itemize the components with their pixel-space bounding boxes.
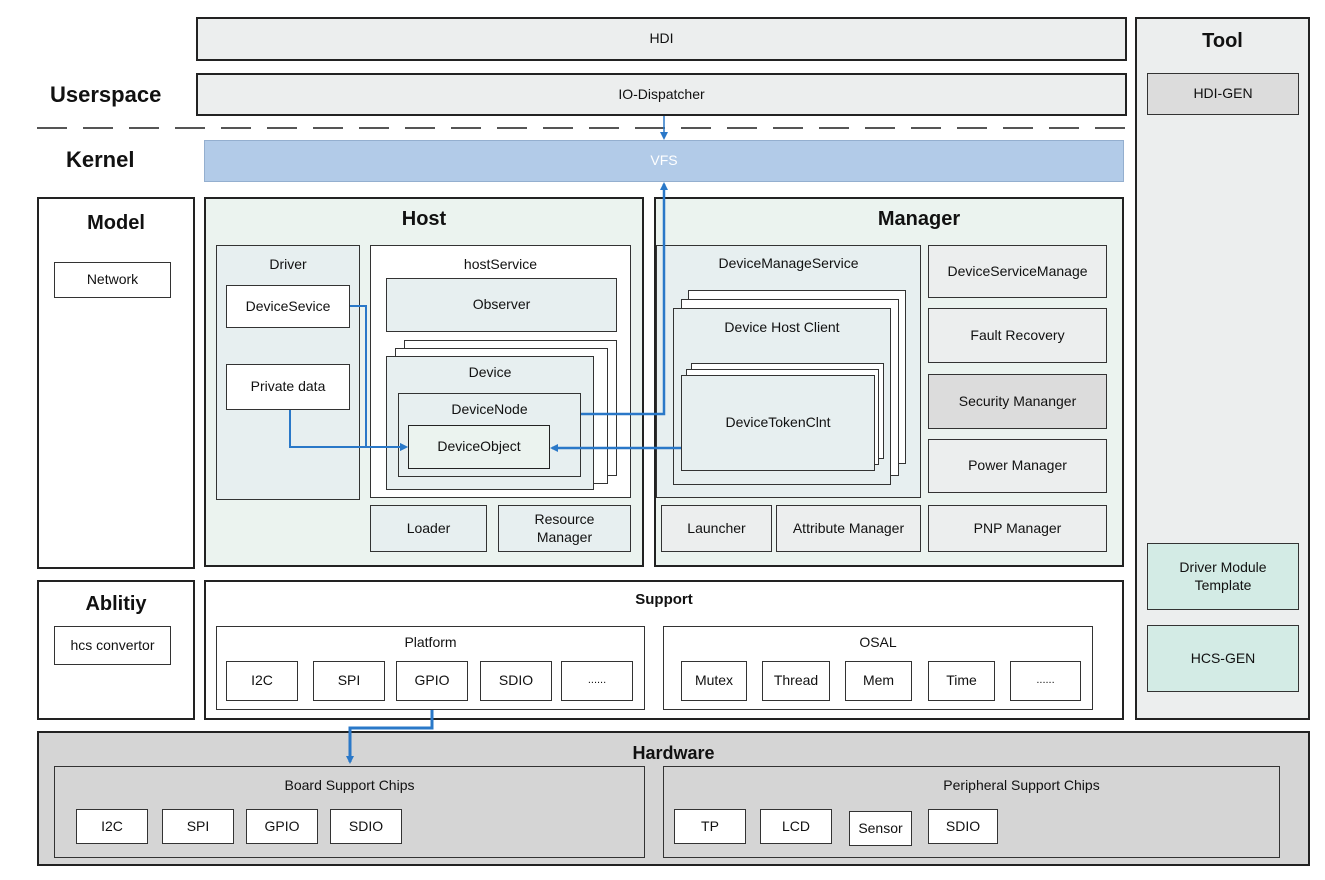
device-title: Device	[468, 364, 512, 380]
attribute-manager-box[interactable]: Attribute Manager	[776, 505, 921, 552]
board-spi[interactable]: SPI	[162, 809, 234, 844]
hardware-title: Hardware	[632, 743, 715, 763]
userspace-label: Userspace	[50, 82, 162, 107]
driver-title: Driver	[269, 256, 307, 272]
tool-title: Tool	[1202, 30, 1243, 52]
board-i2c[interactable]: I2C	[76, 809, 148, 844]
model-title: Model	[87, 212, 145, 234]
resource-manager-box[interactable]: Resource Manager	[498, 505, 631, 552]
device-service-manage-box[interactable]: DeviceServiceManage	[928, 245, 1107, 298]
osal-more[interactable]: ......	[1010, 661, 1081, 701]
osal-title: OSAL	[859, 634, 897, 650]
peripheral-tp[interactable]: TP	[674, 809, 746, 844]
board-sdio[interactable]: SDIO	[330, 809, 402, 844]
tool-panel: Tool	[1135, 17, 1310, 720]
security-manager-box[interactable]: Security Mananger	[928, 374, 1107, 429]
ability-title: Ablitiy	[85, 593, 147, 615]
model-panel: Model	[37, 197, 195, 569]
platform-gpio[interactable]: GPIO	[396, 661, 468, 701]
peripheral-sensor[interactable]: Sensor	[849, 811, 912, 846]
support-title: Support	[635, 591, 693, 608]
kernel-label: Kernel	[66, 147, 135, 172]
private-data-box[interactable]: Private data	[226, 364, 350, 410]
observer-box[interactable]: Observer	[386, 278, 617, 332]
peripheral-lcd[interactable]: LCD	[760, 809, 832, 844]
platform-more[interactable]: ......	[561, 661, 633, 701]
board-gpio[interactable]: GPIO	[246, 809, 318, 844]
hdi-box[interactable]: HDI	[196, 17, 1127, 61]
osal-time[interactable]: Time	[928, 661, 995, 701]
device-node-title: DeviceNode	[451, 401, 528, 417]
power-manager-box[interactable]: Power Manager	[928, 439, 1107, 493]
device-token-clnt-box[interactable]: DeviceTokenClnt	[681, 375, 875, 471]
vfs-box[interactable]: VFS	[204, 140, 1124, 182]
manager-title: Manager	[877, 208, 961, 230]
pnp-manager-box[interactable]: PNP Manager	[928, 505, 1107, 552]
host-service-title: hostService	[463, 256, 538, 272]
osal-mem[interactable]: Mem	[845, 661, 912, 701]
platform-title: Platform	[404, 634, 457, 650]
device-service-box[interactable]: DeviceSevice	[226, 285, 350, 328]
device-manage-service-title: DeviceManageService	[718, 255, 859, 271]
osal-thread[interactable]: Thread	[762, 661, 830, 701]
driver-module-template-box[interactable]: Driver Module Template	[1147, 543, 1299, 610]
launcher-box[interactable]: Launcher	[661, 505, 772, 552]
peripheral-support-title: Peripheral Support Chips	[943, 777, 1100, 793]
platform-sdio[interactable]: SDIO	[480, 661, 552, 701]
fault-recovery-box[interactable]: Fault Recovery	[928, 308, 1107, 363]
io-dispatcher-box[interactable]: IO-Dispatcher	[196, 73, 1127, 116]
network-box[interactable]: Network	[54, 262, 171, 298]
device-host-client-title: Device Host Client	[724, 319, 840, 335]
device-object-box[interactable]: DeviceObject	[408, 425, 550, 469]
hcs-convertor-box[interactable]: hcs convertor	[54, 626, 171, 665]
host-title: Host	[401, 208, 447, 230]
loader-box[interactable]: Loader	[370, 505, 487, 552]
osal-mutex[interactable]: Mutex	[681, 661, 747, 701]
hcs-gen-box[interactable]: HCS-GEN	[1147, 625, 1299, 692]
platform-i2c[interactable]: I2C	[226, 661, 298, 701]
board-support-title: Board Support Chips	[284, 777, 415, 793]
platform-spi[interactable]: SPI	[313, 661, 385, 701]
hdi-gen-box[interactable]: HDI-GEN	[1147, 73, 1299, 115]
peripheral-sdio[interactable]: SDIO	[928, 809, 998, 844]
